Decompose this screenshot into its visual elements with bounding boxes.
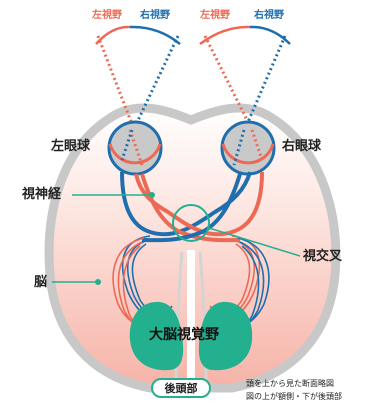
right-eyeball bbox=[222, 122, 274, 174]
note-line-2: 図の上が額側・下が後頭部 bbox=[246, 391, 342, 402]
occipital-badge: 後頭部 bbox=[151, 378, 211, 398]
right-eyeball-label: 右眼球 bbox=[282, 140, 321, 153]
optic-nerve-leader-dot bbox=[149, 192, 155, 198]
left-eye-left-field-label: 左視野 bbox=[92, 11, 122, 21]
optic-chiasm-label: 視交叉 bbox=[303, 250, 342, 263]
right-eye-right-field-label: 右視野 bbox=[254, 11, 284, 21]
left-eyeball-label: 左眼球 bbox=[51, 140, 90, 153]
left-eyeball bbox=[109, 122, 161, 174]
occipital-label: 後頭部 bbox=[165, 380, 198, 396]
right-eye-left-field-label: 左視野 bbox=[200, 11, 230, 21]
left-eye-right-field-label: 右視野 bbox=[140, 11, 170, 21]
left-eye-field-arc-blue bbox=[130, 27, 180, 44]
visual-cortex-label: 大脳視覚野 bbox=[149, 328, 219, 342]
brain-leader-dot bbox=[95, 279, 101, 285]
optic-nerve-label: 視神経 bbox=[22, 188, 61, 201]
note-line-1: 頭を上から見た断面略図 bbox=[246, 378, 334, 389]
brain-label: 脳 bbox=[34, 276, 47, 289]
